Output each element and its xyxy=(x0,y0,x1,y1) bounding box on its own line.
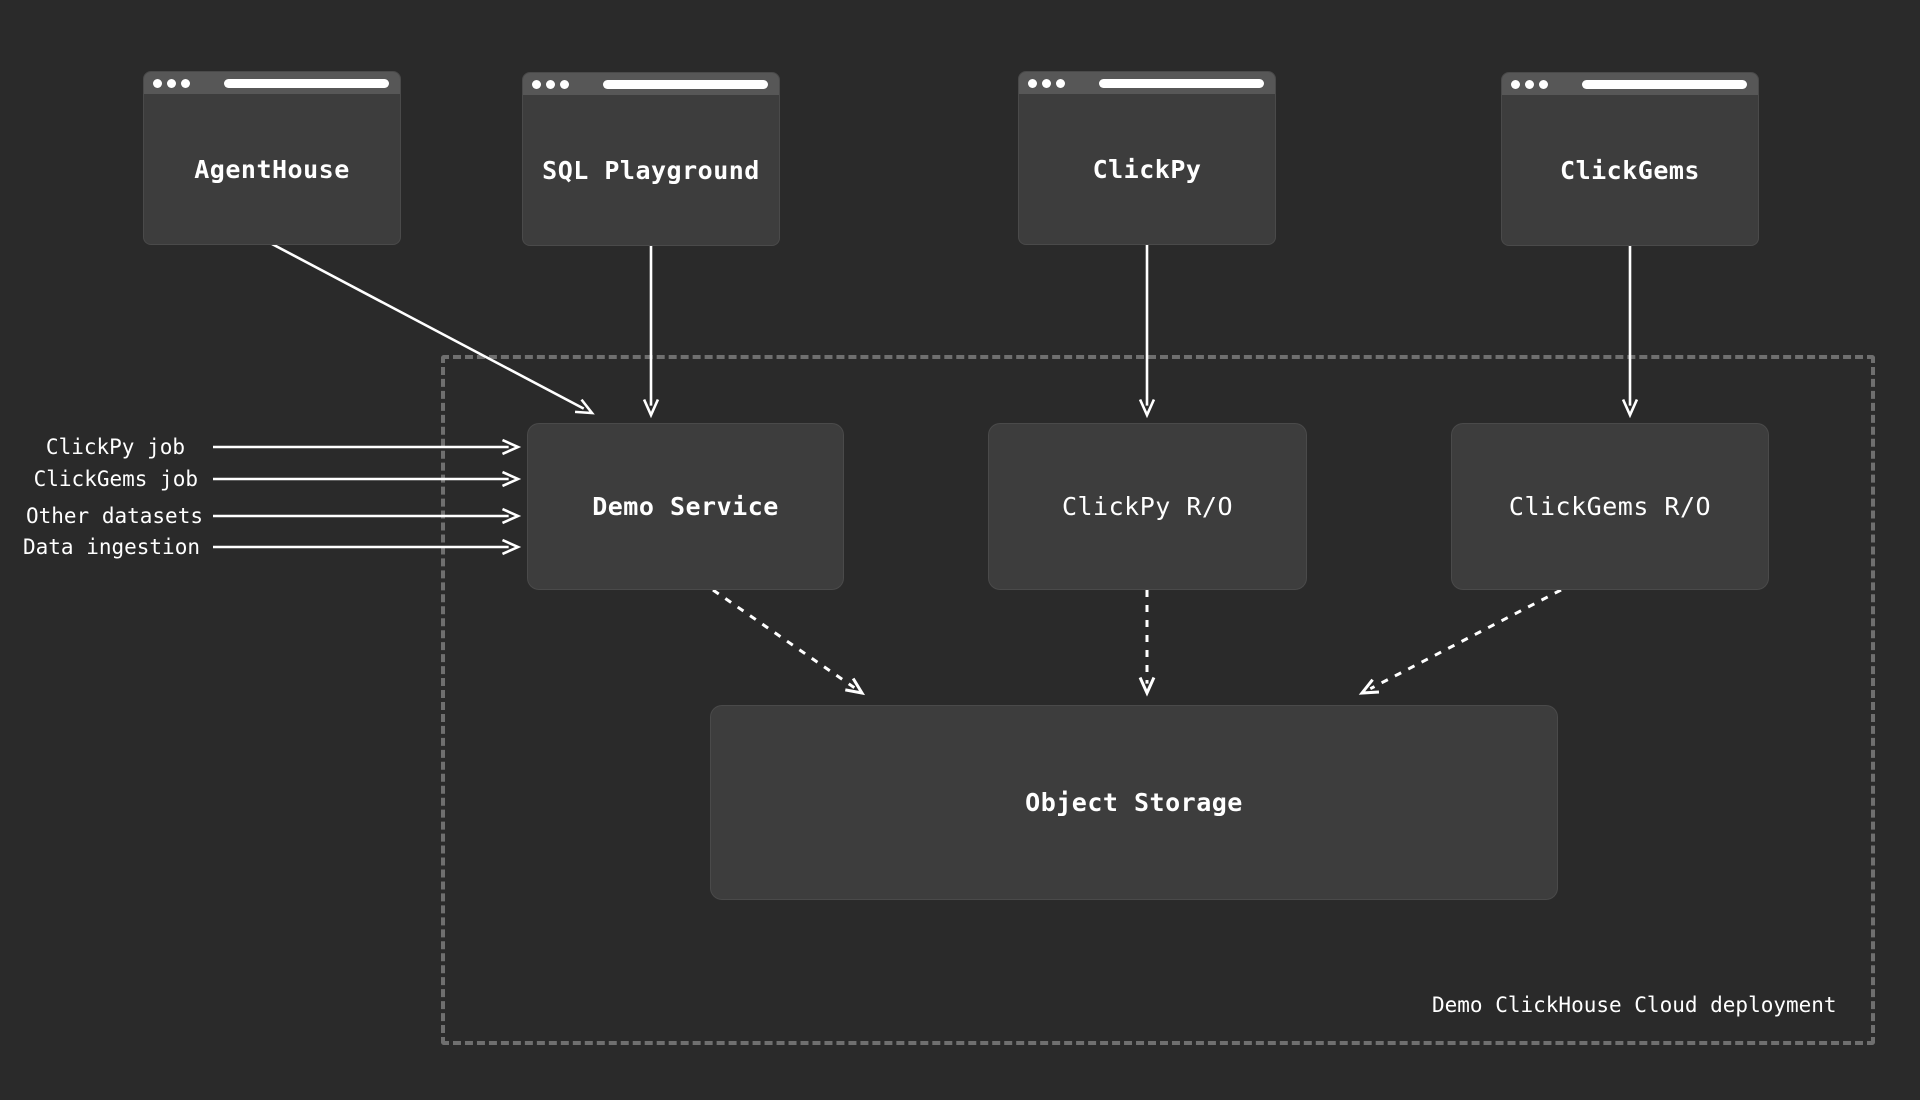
node-label: ClickPy R/O xyxy=(1061,492,1234,521)
deployment-boundary-caption: Demo ClickHouse Cloud deployment xyxy=(1432,993,1837,1017)
minimize-icon[interactable] xyxy=(167,78,176,88)
address-bar[interactable] xyxy=(603,79,768,89)
address-bar[interactable] xyxy=(1099,78,1264,88)
node-label: ClickGems R/O xyxy=(1508,492,1712,521)
maximize-icon[interactable] xyxy=(181,78,190,88)
close-icon[interactable] xyxy=(532,79,541,89)
minimize-icon[interactable] xyxy=(1042,78,1051,88)
browser-window-title: ClickGems xyxy=(1560,155,1700,185)
browser-titlebar xyxy=(144,72,400,94)
node-demo-service[interactable]: Demo Service xyxy=(528,424,843,589)
window-controls xyxy=(532,79,569,89)
window-controls xyxy=(153,78,190,88)
browser-titlebar xyxy=(1502,73,1758,95)
close-icon[interactable] xyxy=(1511,79,1520,89)
window-controls xyxy=(1511,79,1548,89)
minimize-icon[interactable] xyxy=(546,79,555,89)
address-bar[interactable] xyxy=(1582,79,1747,89)
input-label-data-ingestion: Data ingestion xyxy=(22,535,200,559)
node-clickgems-r-o[interactable]: ClickGems R/O xyxy=(1452,424,1768,589)
browser-window-title: SQL Playground xyxy=(542,155,760,185)
browser-content: AgentHouse xyxy=(144,94,400,244)
close-icon[interactable] xyxy=(153,78,162,88)
browser-window-clickgems[interactable]: ClickGems xyxy=(1502,73,1758,245)
close-icon[interactable] xyxy=(1028,78,1037,88)
node-clickpy-r-o[interactable]: ClickPy R/O xyxy=(989,424,1306,589)
browser-window-title: AgentHouse xyxy=(194,154,350,184)
maximize-icon[interactable] xyxy=(560,79,569,89)
maximize-icon[interactable] xyxy=(1539,79,1548,89)
input-label-clickgems-job: ClickGems job xyxy=(33,467,198,491)
browser-content: ClickGems xyxy=(1502,95,1758,245)
input-label-other-datasets: Other datasets xyxy=(25,504,203,528)
node-label: Object Storage xyxy=(1025,788,1243,817)
browser-window-sql-playground[interactable]: SQL Playground xyxy=(523,73,779,245)
window-controls xyxy=(1028,78,1065,88)
node-object-storage[interactable]: Object Storage xyxy=(711,706,1557,899)
browser-window-agenthouse[interactable]: AgentHouse xyxy=(144,72,400,244)
browser-window-clickpy[interactable]: ClickPy xyxy=(1019,72,1275,244)
address-bar[interactable] xyxy=(224,78,389,88)
browser-titlebar xyxy=(1019,72,1275,94)
browser-content: SQL Playground xyxy=(523,95,779,245)
browser-window-title: ClickPy xyxy=(1092,154,1202,184)
input-label-clickpy-job: ClickPy job xyxy=(45,435,185,459)
maximize-icon[interactable] xyxy=(1056,78,1065,88)
deployment-boundary xyxy=(441,355,1875,1045)
browser-content: ClickPy xyxy=(1019,94,1275,244)
node-label: Demo Service xyxy=(592,492,779,521)
minimize-icon[interactable] xyxy=(1525,79,1534,89)
browser-titlebar xyxy=(523,73,779,95)
